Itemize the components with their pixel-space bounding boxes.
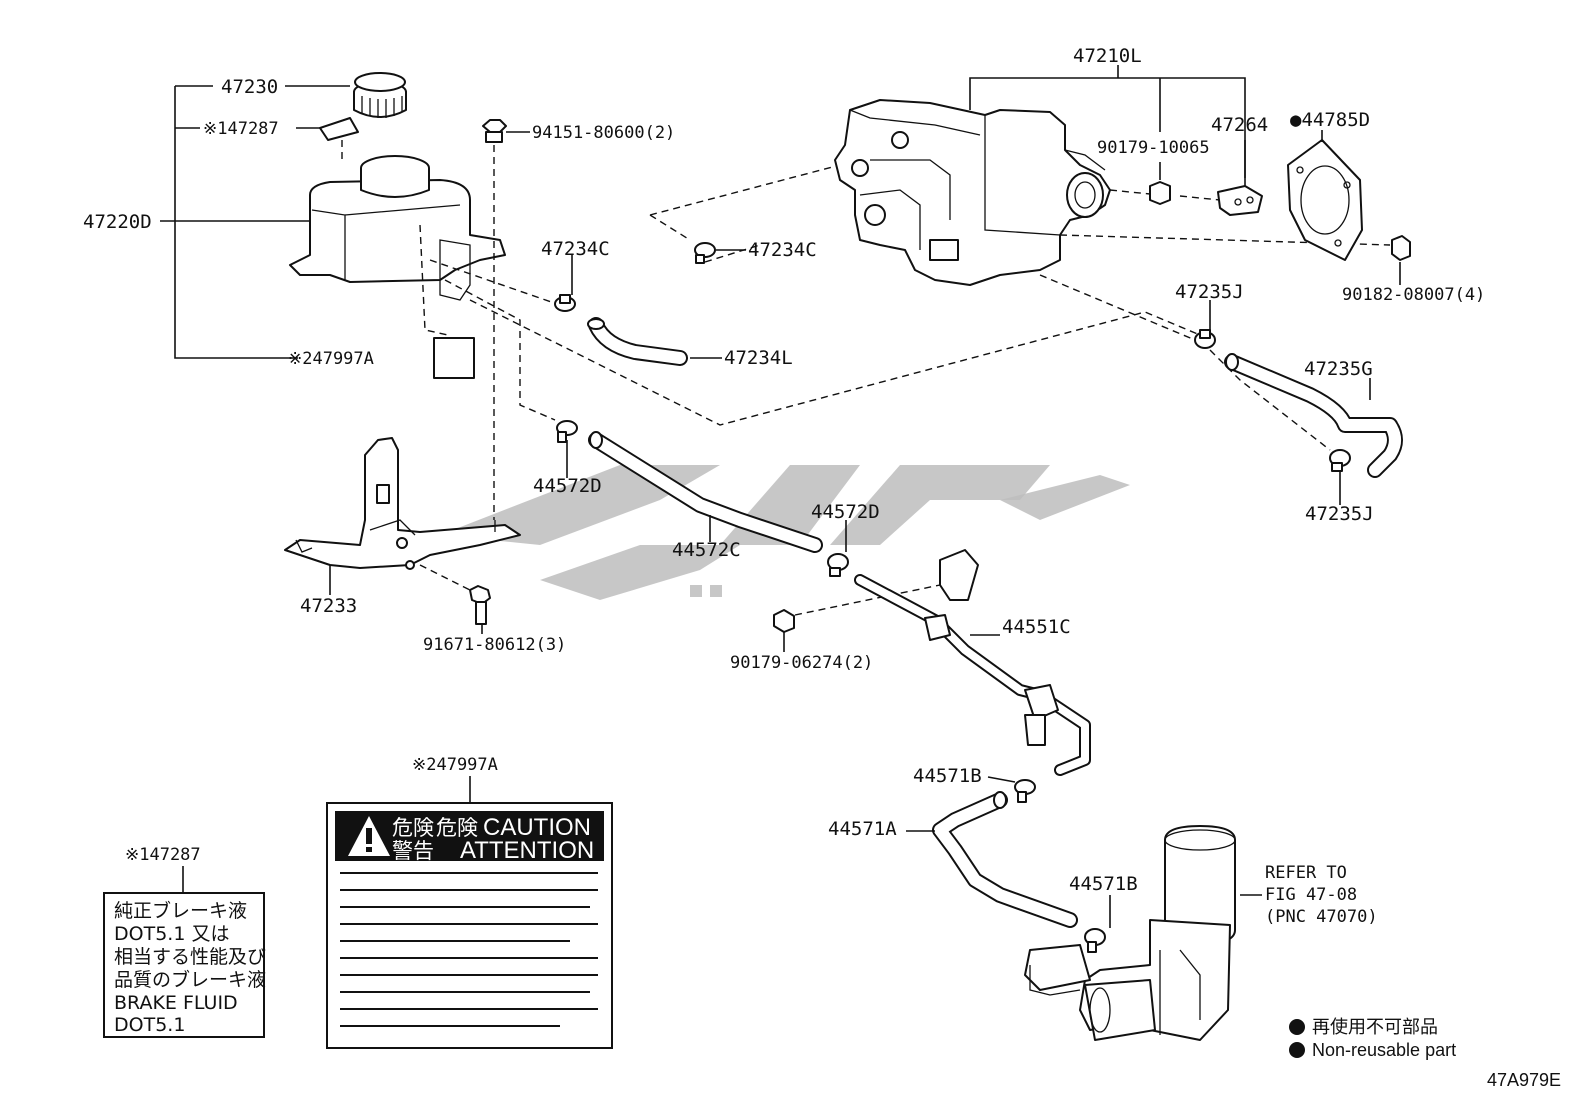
- diagram-code: 47A979E: [1487, 1070, 1561, 1090]
- reservoir-bracket[interactable]: [284, 437, 521, 570]
- label-44571B-b: 44571B: [1069, 873, 1138, 895]
- label-44571B-a: 44571B: [913, 765, 982, 787]
- sticker-47997A[interactable]: [433, 337, 475, 379]
- label-44785D: ●44785D: [1290, 109, 1370, 131]
- caution-en-1: CAUTION: [483, 814, 591, 841]
- clamp-44571B-b[interactable]: [1084, 928, 1106, 953]
- label-47264: 47264: [1211, 114, 1268, 136]
- caution-jp-2: 危険: [436, 817, 478, 840]
- hose-44571A[interactable]: [932, 791, 1078, 928]
- label-44572D-a: 44572D: [533, 475, 602, 497]
- bullet-icon: [1289, 1042, 1305, 1058]
- fluid-line-6: DOT5.1: [114, 1014, 185, 1036]
- label-44572C: 44572C: [672, 539, 741, 561]
- caution-text-lines: [340, 872, 598, 1027]
- fluid-line-1: 純正ブレーキ液: [114, 899, 247, 922]
- pipe-44551C[interactable]: [854, 549, 1091, 776]
- brake-actuator[interactable]: [834, 99, 1111, 286]
- label-44572D-b: 44572D: [811, 501, 880, 523]
- label-47235G: 47235G: [1304, 358, 1373, 380]
- clamp-44571B-a[interactable]: [1014, 779, 1036, 803]
- label-47287-top: ※147287: [203, 119, 279, 139]
- refer-line2: FIG 47-08: [1265, 885, 1357, 905]
- label-47234C-a: 47234C: [541, 238, 610, 260]
- bracket-47210L: [969, 77, 1246, 178]
- caution-jp-3: 警告: [392, 840, 434, 863]
- reservoir-tank[interactable]: [289, 155, 506, 301]
- bracket-line-left: [174, 86, 298, 359]
- label-90179-06274: 90179-06274(2): [730, 653, 873, 673]
- pump-assembly[interactable]: [1024, 825, 1236, 1041]
- nut-90182[interactable]: [1391, 235, 1411, 261]
- refer-line1: REFER TO: [1265, 863, 1347, 883]
- legend-jp: 再使用不可部品: [1312, 1017, 1438, 1037]
- caution-jp-1: 危険: [392, 817, 434, 840]
- gasket-44785D[interactable]: [1287, 139, 1363, 261]
- legend-en: Non-reusable part: [1312, 1040, 1456, 1060]
- clamp-44572D-a[interactable]: [556, 420, 578, 443]
- hose-44572C[interactable]: [588, 431, 823, 553]
- fluid-spec-label: 純正ブレーキ液 DOT5.1 又は 相当する性能及び 品質のブレーキ液 BRAK…: [103, 892, 266, 1038]
- label-47235J-b: 47235J: [1305, 503, 1374, 525]
- bullet-icon: [1289, 1019, 1305, 1035]
- label-91671: 91671-80612(3): [423, 635, 566, 655]
- fluid-line-3: 相当する性能及び: [114, 946, 266, 968]
- hose-47235G[interactable]: [1224, 353, 1403, 478]
- label-47234L: 47234L: [724, 347, 793, 369]
- label-94151: 94151-80600(2): [532, 123, 675, 143]
- label-47287-bottom: ※147287: [125, 845, 201, 865]
- label-47235J-a: 47235J: [1175, 281, 1244, 303]
- caution-en-2: ATTENTION: [460, 837, 594, 864]
- label-44571A: 44571A: [828, 818, 897, 840]
- label-47210L: 47210L: [1073, 45, 1142, 67]
- label-47233: 47233: [300, 595, 357, 617]
- clamp-47234C-a[interactable]: [554, 294, 576, 312]
- label-44551C: 44551C: [1002, 616, 1071, 638]
- label-47220D: 47220D: [83, 211, 152, 233]
- fluid-line-5: BRAKE FLUID: [114, 992, 238, 1014]
- legend: 再使用不可部品 Non-reusable part: [1289, 1017, 1456, 1060]
- label-47230: 47230: [221, 76, 278, 98]
- hose-47234L[interactable]: [587, 317, 688, 366]
- label-47234C-b: 47234C: [748, 239, 817, 261]
- nut-90179-10065[interactable]: [1149, 181, 1171, 205]
- reservoir-group: [160, 72, 1201, 520]
- label-90179-10065: 90179-10065: [1097, 138, 1210, 158]
- clamp-47235J-a[interactable]: [1194, 329, 1216, 349]
- label-47997A-top: ※247997A: [288, 349, 374, 369]
- clamp-44572D-b[interactable]: [827, 553, 849, 577]
- watermark-logo: [440, 465, 1130, 600]
- nut-90179-06274[interactable]: [773, 609, 795, 633]
- caution-label: 危険 危険 警告 CAUTION ATTENTION: [326, 802, 613, 1049]
- sticker-47287[interactable]: [319, 117, 359, 141]
- bolt-91671[interactable]: [469, 585, 491, 625]
- reservoir-cap[interactable]: [353, 72, 407, 118]
- fluid-line-2: DOT5.1 又は: [114, 923, 229, 945]
- clamp-47235J-b[interactable]: [1329, 449, 1351, 472]
- label-90182: 90182-08007(4): [1342, 285, 1485, 305]
- clamp-47234C-b[interactable]: [694, 242, 716, 264]
- refer-line3: (PNC 47070): [1265, 907, 1378, 927]
- label-47997A-bottom: ※247997A: [412, 755, 498, 775]
- clip-47264[interactable]: [1217, 185, 1263, 216]
- fluid-line-4: 品質のブレーキ液: [114, 968, 266, 991]
- bolt-94151[interactable]: [482, 119, 507, 143]
